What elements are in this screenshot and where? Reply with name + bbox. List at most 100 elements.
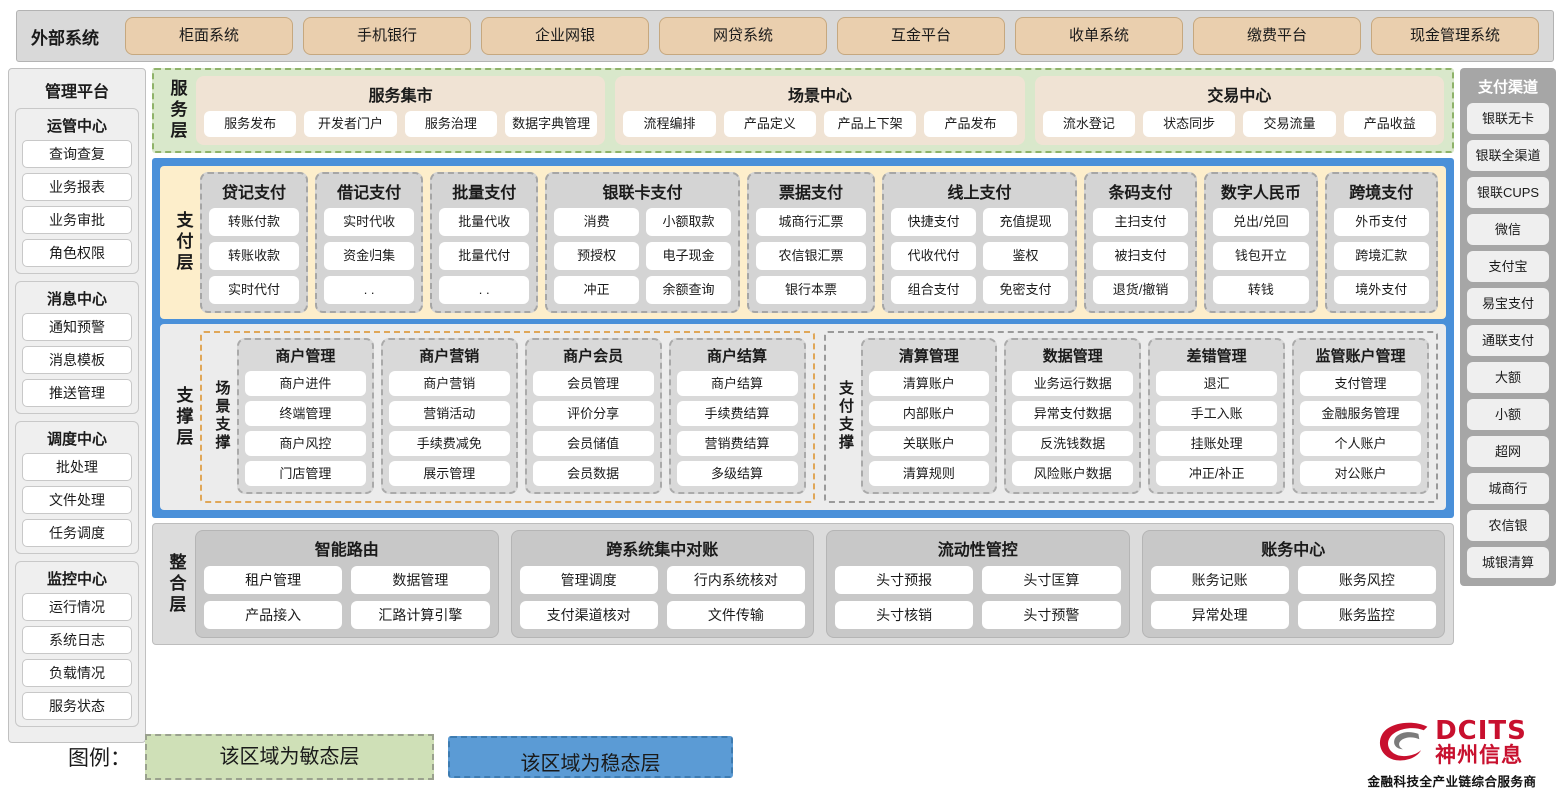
payment-channel-item[interactable]: 大额 [1467,362,1549,393]
management-item[interactable]: 负载情况 [22,659,132,687]
management-item[interactable]: 查询查复 [22,140,132,168]
payment-item[interactable]: 境外支付 [1333,276,1429,304]
payment-item[interactable]: 鉴权 [983,242,1068,270]
management-item[interactable]: 系统日志 [22,626,132,654]
external-system-chip[interactable]: 柜面系统 [125,17,293,55]
external-system-chip[interactable]: 手机银行 [303,17,471,55]
integration-item[interactable]: 文件传输 [666,601,805,629]
support-item[interactable]: 个人账户 [1300,431,1421,456]
support-item[interactable]: 退汇 [1156,371,1278,396]
payment-item[interactable]: . . [324,276,415,304]
payment-item[interactable]: 代收代付 [891,242,977,270]
service-chip[interactable]: 流水登记 [1042,111,1135,137]
external-system-chip[interactable]: 网贷系统 [659,17,827,55]
support-item[interactable]: 营销活动 [388,401,510,426]
support-item[interactable]: 手续费结算 [676,401,798,426]
support-item[interactable]: 商户结算 [676,371,798,396]
support-item[interactable]: 清算账户 [868,371,990,396]
payment-item[interactable]: 小额取款 [646,208,731,236]
external-system-chip[interactable]: 现金管理系统 [1371,17,1539,55]
payment-item[interactable]: 电子现金 [646,242,731,270]
support-item[interactable]: 商户进件 [245,371,366,396]
management-item[interactable]: 角色权限 [22,239,132,267]
support-item[interactable]: 门店管理 [245,461,366,486]
service-chip[interactable]: 产品上下架 [823,111,917,137]
support-item[interactable]: 手工入账 [1156,401,1278,426]
management-item[interactable]: 通知预警 [22,313,132,341]
service-chip[interactable]: 流程编排 [623,111,716,137]
payment-item[interactable]: 外币支付 [1333,208,1429,236]
payment-item[interactable]: 余额查询 [646,276,731,304]
service-chip[interactable]: 产品定义 [723,111,816,137]
service-chip[interactable]: 产品收益 [1343,111,1436,137]
payment-channel-item[interactable]: 城银清算 [1467,547,1549,578]
support-item[interactable]: 金融服务管理 [1300,401,1421,426]
payment-item[interactable]: 城商行汇票 [755,208,867,236]
payment-channel-item[interactable]: 支付宝 [1467,251,1549,282]
payment-item[interactable]: 消费 [554,208,640,236]
support-item[interactable]: 营销费结算 [676,431,798,456]
payment-channel-item[interactable]: 超网 [1467,436,1549,467]
support-item[interactable]: 展示管理 [388,461,510,486]
support-item[interactable]: 多级结算 [676,461,798,486]
payment-item[interactable]: 资金归集 [324,242,415,270]
payment-channel-item[interactable]: 农信银 [1467,510,1549,541]
service-chip[interactable]: 服务治理 [404,111,497,137]
support-item[interactable]: 支付管理 [1300,371,1421,396]
payment-item[interactable]: 兑出/兑回 [1213,208,1309,236]
integration-item[interactable]: 租户管理 [204,566,343,594]
payment-item[interactable]: 批量代收 [439,208,530,236]
support-item[interactable]: 业务运行数据 [1012,371,1134,396]
support-item[interactable]: 终端管理 [245,401,366,426]
external-system-chip[interactable]: 收单系统 [1015,17,1183,55]
support-item[interactable]: 关联账户 [868,431,990,456]
payment-item[interactable]: 转账付款 [209,208,300,236]
integration-item[interactable]: 头寸匡算 [982,566,1121,594]
payment-channel-item[interactable]: 小额 [1467,399,1549,430]
support-item[interactable]: 风险账户数据 [1012,461,1134,486]
payment-item[interactable]: 免密支付 [983,276,1068,304]
external-system-chip[interactable]: 企业网银 [481,17,649,55]
payment-item[interactable]: . . [439,276,530,304]
payment-item[interactable]: 银行本票 [755,276,867,304]
integration-item[interactable]: 数据管理 [351,566,490,594]
payment-channel-item[interactable]: 银联无卡 [1467,103,1549,134]
integration-item[interactable]: 头寸预报 [835,566,974,594]
payment-item[interactable]: 转钱 [1213,276,1309,304]
payment-channel-item[interactable]: 银联CUPS [1467,177,1549,208]
management-item[interactable]: 业务报表 [22,173,132,201]
support-item[interactable]: 商户营销 [388,371,510,396]
integration-item[interactable]: 产品接入 [204,601,343,629]
payment-item[interactable]: 批量代付 [439,242,530,270]
support-item[interactable]: 内部账户 [868,401,990,426]
support-item[interactable]: 挂账处理 [1156,431,1278,456]
payment-item[interactable]: 冲正 [554,276,640,304]
payment-item[interactable]: 退货/撤销 [1092,276,1189,304]
management-item[interactable]: 消息模板 [22,346,132,374]
payment-item[interactable]: 钱包开立 [1213,242,1309,270]
integration-item[interactable]: 账务记账 [1150,566,1289,594]
payment-item[interactable]: 实时代收 [324,208,415,236]
service-chip[interactable]: 服务发布 [204,111,297,137]
integration-item[interactable]: 管理调度 [519,566,658,594]
management-item[interactable]: 任务调度 [22,519,132,547]
support-item[interactable]: 清算规则 [868,461,990,486]
support-item[interactable]: 冲正/补正 [1156,461,1278,486]
payment-channel-item[interactable]: 通联支付 [1467,325,1549,356]
service-chip[interactable]: 开发者门户 [304,111,397,137]
integration-item[interactable]: 支付渠道核对 [519,601,658,629]
payment-item[interactable]: 农信银汇票 [755,242,867,270]
service-chip[interactable]: 产品发布 [924,111,1017,137]
management-item[interactable]: 运行情况 [22,593,132,621]
management-item[interactable]: 文件处理 [22,486,132,514]
support-item[interactable]: 会员数据 [532,461,654,486]
payment-item[interactable]: 跨境汇款 [1333,242,1429,270]
integration-item[interactable]: 行内系统核对 [666,566,805,594]
integration-item[interactable]: 汇路计算引擎 [351,601,490,629]
payment-item[interactable]: 预授权 [554,242,640,270]
payment-channel-item[interactable]: 城商行 [1467,473,1549,504]
service-chip[interactable]: 数据字典管理 [504,111,598,137]
support-item[interactable]: 会员储值 [532,431,654,456]
support-item[interactable]: 会员管理 [532,371,654,396]
management-item[interactable]: 推送管理 [22,379,132,407]
